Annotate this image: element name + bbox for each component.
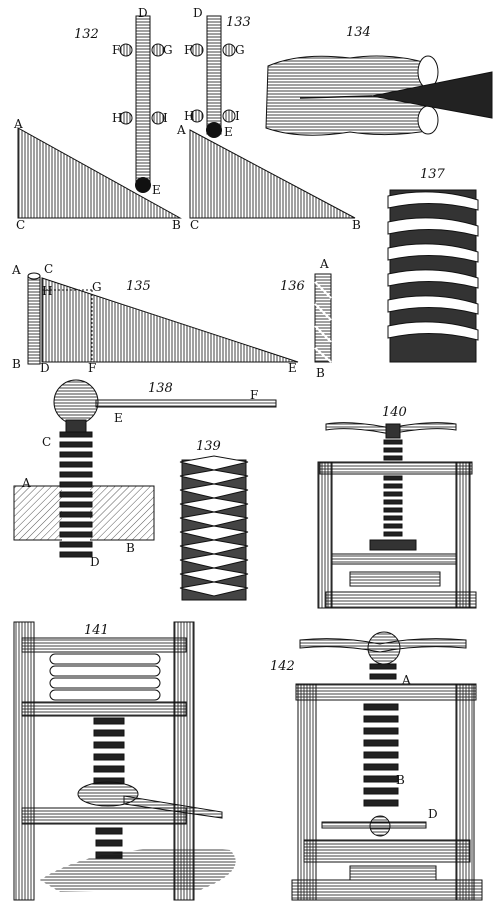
fig-number-135: 135 — [126, 279, 151, 294]
label-A: A — [21, 476, 31, 490]
label-D: D — [138, 6, 148, 20]
label-F: F — [250, 388, 258, 402]
label-F: F — [184, 43, 192, 57]
figure-134-wedge-splitting-log: 134 — [265, 25, 493, 136]
figure-141-screw-press: 141 — [13, 621, 236, 901]
label-A: A — [176, 123, 186, 137]
fig-number-132: 132 — [74, 27, 99, 42]
figure-135-inclined-plane: 135 A C H G B D F E — [11, 262, 299, 375]
label-A: A — [13, 117, 23, 131]
fig-number-134: 134 — [346, 25, 371, 40]
label-C: C — [44, 262, 53, 276]
label-B: B — [396, 773, 405, 787]
figure-138-screw-lever: 138 F E C A B D — [13, 379, 277, 569]
label-C: C — [42, 435, 51, 449]
fig-number-140: 140 — [382, 405, 407, 420]
label-E: E — [224, 125, 233, 139]
label-G: G — [163, 43, 173, 57]
label-D: D — [90, 555, 100, 569]
fig-number-133: 133 — [226, 15, 251, 30]
figure-140-screw-press: 140 — [317, 405, 477, 609]
label-B: B — [126, 541, 135, 555]
label-I: I — [235, 109, 240, 123]
label-B: B — [172, 218, 181, 232]
label-E: E — [288, 361, 297, 375]
label-H: H — [112, 111, 122, 125]
label-F: F — [88, 361, 96, 375]
label-C: C — [190, 218, 199, 232]
label-F: F — [112, 43, 120, 57]
label-B: B — [352, 218, 361, 232]
label-G: G — [235, 43, 245, 57]
label-A: A — [319, 257, 329, 271]
label-A: A — [401, 673, 411, 687]
label-E: E — [152, 183, 161, 197]
figure-136-helix-cylinder: 136 A B — [280, 257, 332, 380]
label-E: E — [114, 411, 123, 425]
figure-133-inclined-plane: 133 D F G H I A E C B — [176, 6, 361, 232]
label-D: D — [193, 6, 203, 20]
figure-142-screw-press: 142 A B D — [270, 631, 483, 901]
label-C: C — [16, 218, 25, 232]
label-H: H — [184, 109, 194, 123]
figure-137-screw-thread: 137 — [387, 167, 479, 363]
fig-number-141: 141 — [84, 623, 109, 638]
label-G: G — [92, 280, 102, 294]
fig-number-142: 142 — [270, 659, 295, 674]
label-A: A — [11, 263, 21, 277]
label-D: D — [40, 361, 50, 375]
fig-number-137: 137 — [420, 167, 446, 182]
fig-number-138: 138 — [148, 381, 173, 396]
figure-139-triangular-thread-screw: 139 — [179, 439, 249, 601]
figure-132-inclined-plane: 132 D F G H I A E C B — [13, 6, 182, 232]
fig-number-136: 136 — [280, 279, 305, 294]
label-B: B — [12, 357, 21, 371]
label-I: I — [163, 111, 168, 125]
label-H: H — [42, 284, 52, 298]
fig-number-139: 139 — [196, 439, 221, 454]
label-B: B — [316, 366, 325, 380]
label-D: D — [428, 807, 438, 821]
